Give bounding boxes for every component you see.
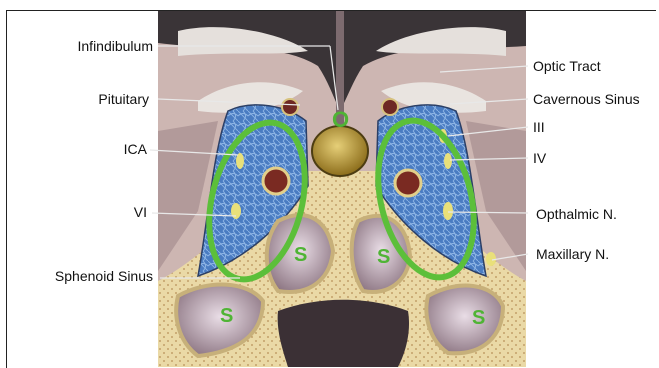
label-opthalmic: Opthalmic N. [536, 206, 617, 222]
label-pituitary: Pituitary [98, 91, 149, 107]
label-sphenoid-sinus: Sphenoid Sinus [55, 268, 153, 284]
label-cn-iv: IV [533, 150, 546, 166]
label-cavernous-sinus: Cavernous Sinus [533, 91, 640, 107]
label-ica: ICA [124, 141, 147, 157]
label-vi: VI [134, 204, 147, 220]
label-infundibulum: Infindibulum [78, 38, 154, 54]
label-maxillary: Maxillary N. [536, 246, 609, 262]
label-cn-iii: III [533, 119, 545, 135]
label-optic-tract: Optic Tract [533, 58, 601, 74]
